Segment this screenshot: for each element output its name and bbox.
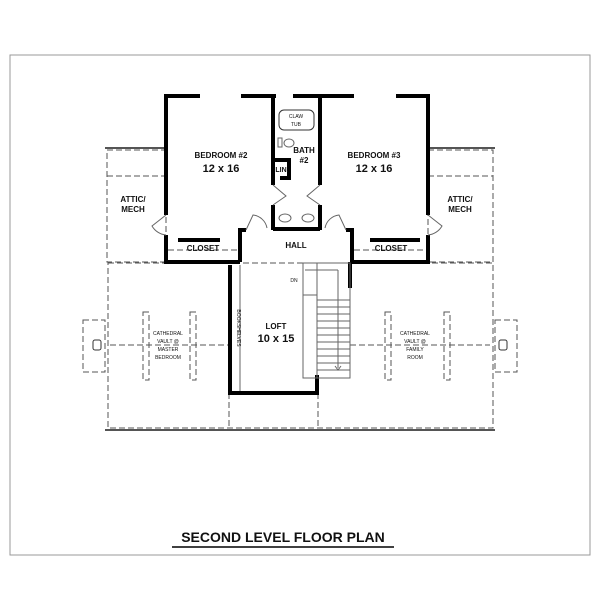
walls — [164, 94, 430, 395]
vault-right-label: CATHEDRAL — [400, 331, 430, 337]
stair-dn-label: DN — [290, 278, 298, 284]
toilet — [277, 137, 295, 148]
closet-left-label: CLOSET — [187, 244, 220, 253]
attic-left-label-2: MECH — [121, 205, 145, 214]
bookshelves-label: BOOKSHELVES — [235, 309, 241, 347]
claw-tub-label-2: TUB — [291, 122, 302, 128]
attic-left-label: ATTIC/ — [120, 195, 146, 204]
vault-left-label: CATHEDRAL — [153, 331, 183, 337]
loft-name: LOFT — [266, 322, 287, 331]
vault-left-label-3: MASTER — [158, 347, 179, 353]
vault-right-label-4: ROOM — [407, 355, 423, 361]
attic-right-label-2: MECH — [448, 205, 472, 214]
plan-border — [9, 54, 591, 556]
vault-right-label-2: VAULT @ — [404, 339, 426, 345]
vault-left-label-4: BEDROOM — [155, 355, 181, 361]
double-vanity — [278, 213, 315, 223]
hall-label: HALL — [285, 241, 306, 250]
bath2-number: #2 — [300, 156, 309, 165]
vault-right-label-3: FAMILY — [406, 347, 424, 353]
bedroom2-size: 12 x 16 — [203, 163, 240, 175]
attic-right-label: ATTIC/ — [447, 195, 473, 204]
staircase[interactable] — [302, 262, 351, 379]
loft-size: 10 x 15 — [258, 333, 295, 345]
bath2-name: BATH — [293, 146, 315, 155]
linen-label: LIN. — [275, 167, 288, 174]
closet-right-label: CLOSET — [375, 244, 408, 253]
bedroom3-size: 12 x 16 — [356, 163, 393, 175]
chimney-left — [82, 319, 106, 373]
claw-tub — [278, 109, 315, 131]
claw-tub-label: CLAW — [289, 114, 304, 120]
bedroom2-name: BEDROOM #2 — [195, 151, 248, 160]
vault-area — [105, 262, 495, 431]
vault-left-label-2: VAULT @ — [157, 339, 179, 345]
doors — [151, 184, 443, 236]
bedroom3-name: BEDROOM #3 — [348, 151, 401, 160]
plan-title: SECOND LEVEL FLOOR PLAN — [181, 529, 385, 545]
chimney-right — [494, 319, 518, 373]
